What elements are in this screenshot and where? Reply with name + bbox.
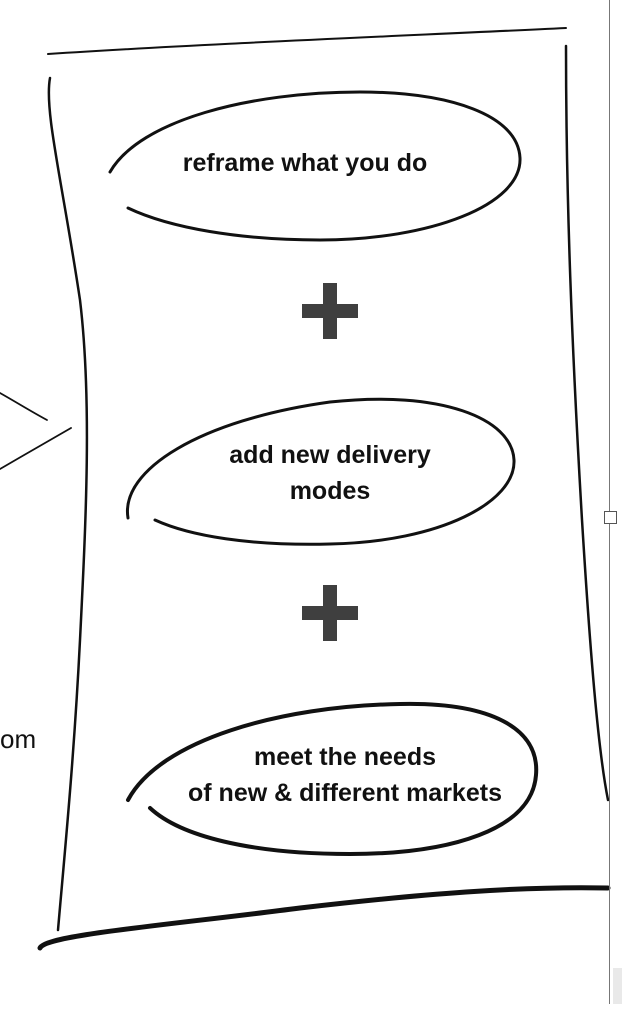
plus-icon — [302, 283, 358, 339]
step-2-line-1: add new delivery — [229, 441, 431, 469]
partial-left-text: om — [0, 724, 37, 754]
step-2-line-2: modes — [289, 477, 371, 505]
arrow-head-upper — [0, 392, 48, 421]
resize-handle[interactable] — [604, 511, 617, 524]
step-1-line-1: reframe what you do — [182, 149, 428, 177]
step-3-line-1: meet the needs — [253, 743, 436, 771]
ellipse-step-1 — [108, 90, 522, 242]
page-edge-divider — [609, 0, 610, 1004]
ellipse-step-3 — [126, 701, 539, 856]
plus-icon — [302, 585, 358, 641]
step-3-line-2: of new & different markets — [188, 779, 502, 807]
ellipse-step-2 — [125, 397, 516, 546]
step-delivery-label: add new delivery modes — [170, 437, 490, 509]
frame-bottom-edge — [37, 885, 611, 951]
step-markets-label: meet the needs of new & different market… — [150, 739, 540, 811]
frame-left-edge — [47, 76, 89, 932]
frame-right-edge — [564, 44, 610, 802]
step-reframe-label: reframe what you do — [150, 145, 460, 181]
scrollbar-corner — [613, 968, 622, 1004]
frame-top-edge — [47, 27, 567, 55]
arrow-head-lower — [0, 427, 72, 470]
